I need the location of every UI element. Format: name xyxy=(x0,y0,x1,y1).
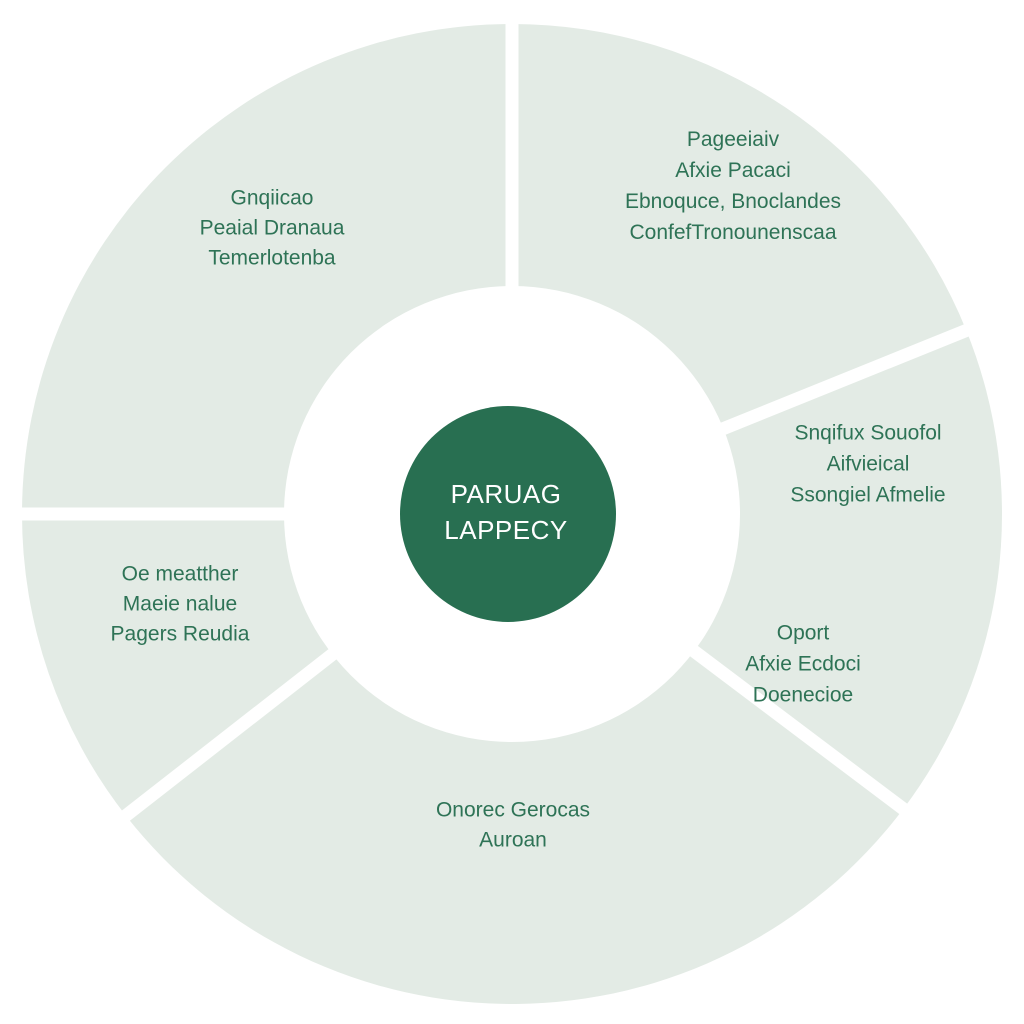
segment-left-label-line: Oe meatther xyxy=(122,563,239,586)
segment-top-right xyxy=(512,330,1002,809)
segment-right-label-line: Snqifux Souofol xyxy=(794,422,941,445)
segment-right-label-line: Aifvieical xyxy=(827,453,910,476)
segment-top-left-label-line: Temerlotenba xyxy=(208,247,336,270)
segment-top-right-label-line: Pageeiaiv xyxy=(687,128,780,151)
segment-top-right-label-line: ConfefTronounenscaa xyxy=(629,221,836,244)
segment-top-left-label-line: Gnqiicao xyxy=(231,187,314,210)
center-hub-label: PARUAG LAPPECY xyxy=(444,479,567,545)
segment-lower-right-label-line: Afxie Ecdoci xyxy=(745,653,861,676)
segment-top-left-label-line: Peaial Dranaua xyxy=(200,217,345,240)
segment-top-right-label-line: Ebnoquce, Bnoclandes xyxy=(625,190,841,213)
center-hub-label-line: PARUAG xyxy=(451,479,562,509)
segment-right xyxy=(125,514,904,1005)
center-hub xyxy=(400,406,616,622)
segment-right-label-line: Ssongiel Afmelie xyxy=(790,484,945,507)
segment-bottom-label-line: Auroan xyxy=(479,829,547,852)
segment-bottom-label-line: Onorec Gerocas xyxy=(436,799,590,822)
segment-lower-right-label-line: Oport xyxy=(777,622,830,645)
segment-left-label-line: Pagers Reudia xyxy=(111,623,250,646)
segment-top-right-label-line: Afxie Pacaci xyxy=(675,159,791,182)
segment-left-label-line: Maeie nalue xyxy=(123,593,237,616)
segment-lower-right-label-line: Doenecioe xyxy=(753,684,853,707)
center-hub-label-line: LAPPECY xyxy=(444,515,567,545)
